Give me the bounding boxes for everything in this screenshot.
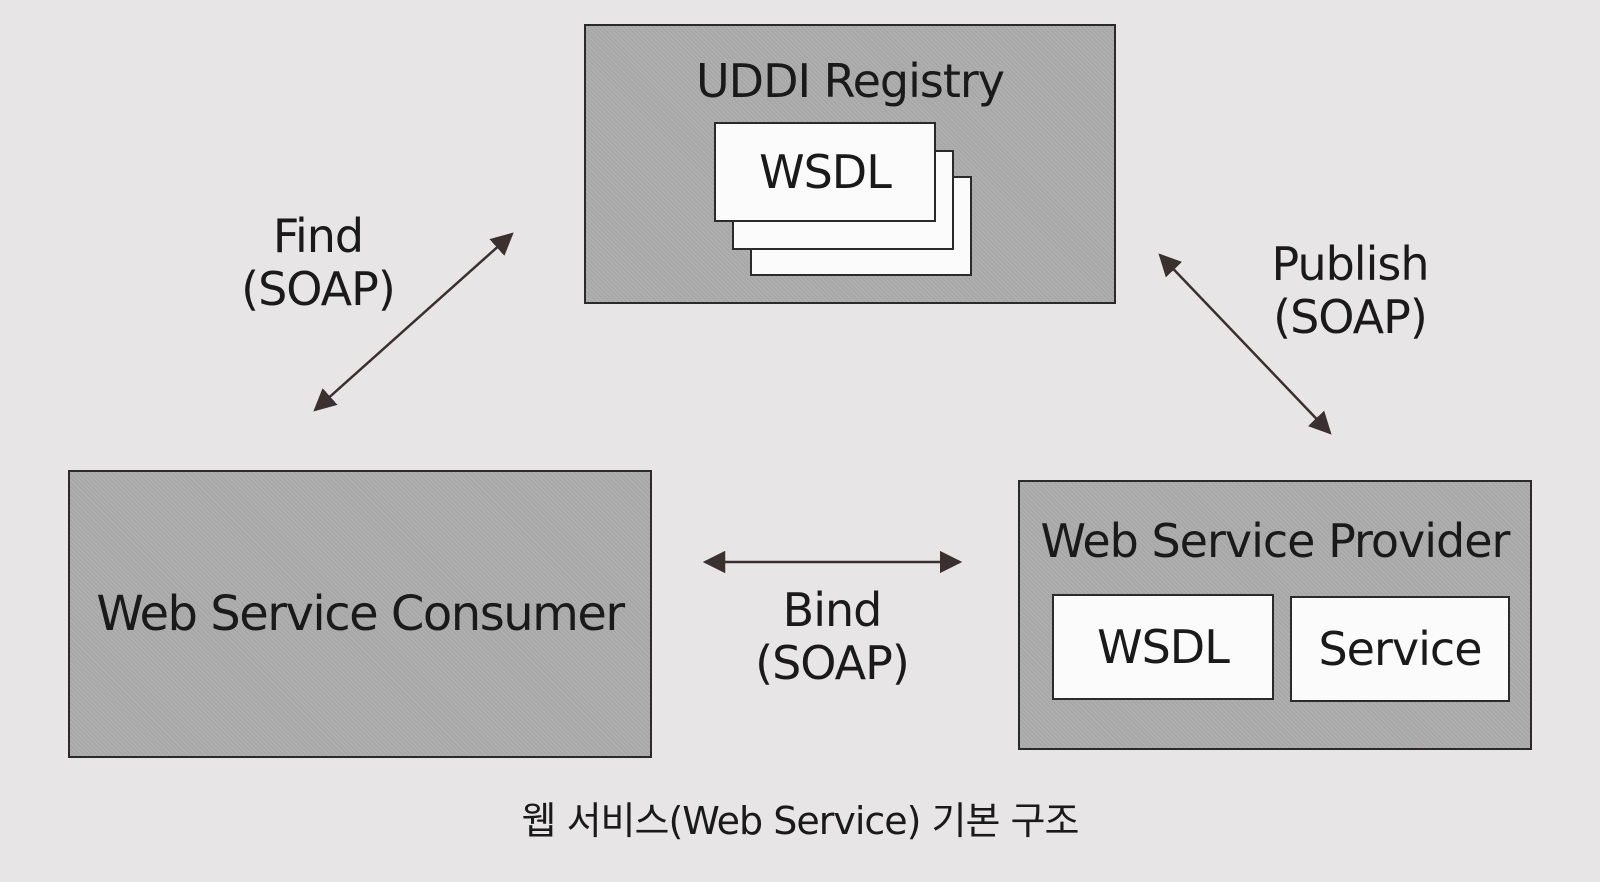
bind-label-line1: Bind: [782, 583, 883, 637]
wsdl-document-label: WSDL: [759, 145, 892, 199]
find-label: Find (SOAP): [228, 210, 408, 316]
publish-label: Publish (SOAP): [1250, 238, 1450, 344]
uddi-registry-title: UDDI Registry: [695, 54, 1005, 108]
bind-label-line2: (SOAP): [755, 635, 910, 690]
provider-service-box: Service: [1290, 596, 1510, 702]
web-service-provider-title: Web Service Provider: [1040, 514, 1511, 568]
bind-label: Bind (SOAP): [742, 584, 922, 690]
wsdl-document: WSDL: [714, 122, 936, 222]
provider-wsdl-box: WSDL: [1052, 594, 1274, 700]
publish-label-line1: Publish: [1271, 237, 1430, 291]
find-label-line1: Find: [272, 209, 364, 263]
find-label-line2: (SOAP): [241, 261, 396, 316]
find-arrow: [313, 232, 514, 412]
publish-label-line2: (SOAP): [1273, 289, 1428, 344]
publish-arrow: [1158, 253, 1332, 435]
figure-caption: 웹 서비스(Web Service) 기본 구조: [521, 799, 1080, 843]
provider-service-label: Service: [1318, 622, 1482, 676]
web-service-consumer-title: Web Service Consumer: [96, 586, 625, 642]
provider-wsdl-label: WSDL: [1097, 620, 1230, 674]
web-service-consumer-box: Web Service Consumer: [68, 470, 652, 758]
uddi-registry-box: UDDI Registry WSDL: [584, 24, 1116, 304]
web-service-provider-box: Web Service Provider WSDL Service: [1018, 480, 1532, 750]
